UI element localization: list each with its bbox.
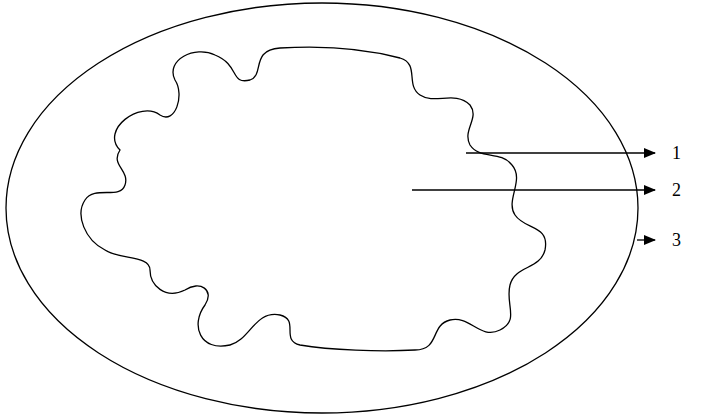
inner-folded-outline xyxy=(81,47,546,351)
callout-number: 1 xyxy=(672,144,681,162)
leader-arrow xyxy=(466,152,655,153)
callout-number: 3 xyxy=(672,231,681,249)
leader-arrow xyxy=(412,189,655,190)
leader-arrow xyxy=(637,239,655,240)
callout-number: 2 xyxy=(672,181,681,199)
outer-ellipse xyxy=(6,3,638,413)
